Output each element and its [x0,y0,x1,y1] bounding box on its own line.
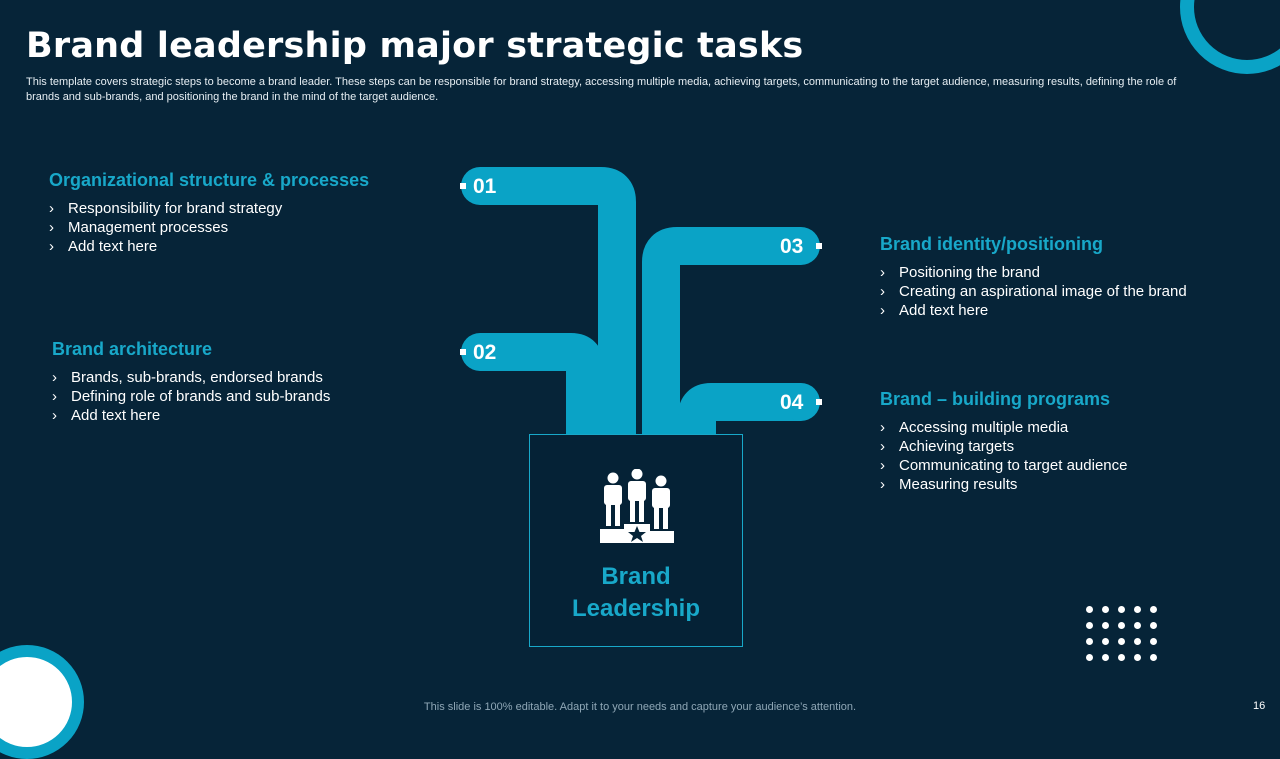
section-list: ›Accessing multiple media ›Achieving tar… [880,418,1260,494]
pipe-04 [678,383,801,434]
list-item: ›Add text here [880,302,989,319]
list-item: ›Achieving targets [880,438,1015,455]
pipe-01 [480,167,636,434]
chevron-right-icon: › [880,457,885,474]
chevron-right-icon: › [880,302,885,319]
marker-dot-02 [460,349,466,355]
section-title: Organizational structure & processes [49,170,370,190]
section-list: ›Positioning the brand ›Creating an aspi… [880,263,1260,320]
list-item: ›Creating an aspirational image of the b… [880,283,1187,300]
list-item: ›Add text here [49,238,158,255]
step-number-01: 01 [473,175,497,198]
section-title: Brand – building programs [880,389,1111,409]
step-number-02: 02 [473,341,497,364]
chevron-right-icon: › [880,264,885,281]
chevron-right-icon: › [52,369,57,386]
page-number: 16 [1253,700,1266,712]
list-item: ›Positioning the brand [880,264,1040,281]
section-title: Brand architecture [52,339,213,359]
section-list: ›Responsibility for brand strategy ›Mana… [49,199,429,256]
step-number-03: 03 [780,235,804,258]
connector-pipes [460,167,822,434]
chevron-right-icon: › [49,200,54,217]
list-item: ›Accessing multiple media [880,419,1069,436]
list-item: ›Add text here [52,407,161,424]
marker-dot-01 [460,183,466,189]
list-item: ›Management processes [49,219,229,236]
section-organizational-structure: Organizational structure & processes ›Re… [49,170,429,256]
slide-subtitle: This template covers strategic steps to … [26,76,1177,103]
chevron-right-icon: › [52,407,57,424]
step-number-04: 04 [780,391,804,414]
brand-leadership-label: Brand Leadership [571,563,701,622]
chevron-right-icon: › [880,419,885,436]
brand-leadership-box: Brand Leadership [529,434,743,647]
section-title: Brand identity/positioning [880,234,1103,254]
decorative-dots-grid [1086,606,1158,662]
chevron-right-icon: › [880,283,885,300]
marker-dot-04 [816,399,822,405]
section-brand-identity: Brand identity/positioning ›Positioning … [880,234,1260,320]
list-item: ›Measuring results [880,476,1018,493]
chevron-right-icon: › [49,238,54,255]
footer-note: This slide is 100% editable. Adapt it to… [423,701,857,713]
pipe-03 [642,227,801,434]
section-brand-building-programs: Brand – building programs ›Accessing mul… [880,389,1260,494]
section-brand-architecture: Brand architecture ›Brands, sub-brands, … [52,339,432,425]
chevron-right-icon: › [880,438,885,455]
pipe-02 [480,333,604,434]
chevron-right-icon: › [49,219,54,236]
list-item: ›Brands, sub-brands, endorsed brands [52,369,323,386]
leadership-podium-icon [600,469,674,543]
chevron-right-icon: › [52,388,57,405]
slide-title: Brand leadership major strategic tasks [26,26,804,66]
section-list: ›Brands, sub-brands, endorsed brands ›De… [52,368,432,425]
chevron-right-icon: › [880,476,885,493]
list-item: ›Responsibility for brand strategy [49,200,283,217]
list-item: ›Communicating to target audience [880,457,1128,474]
marker-dot-03 [816,243,822,249]
list-item: ›Defining role of brands and sub-brands [52,388,331,405]
